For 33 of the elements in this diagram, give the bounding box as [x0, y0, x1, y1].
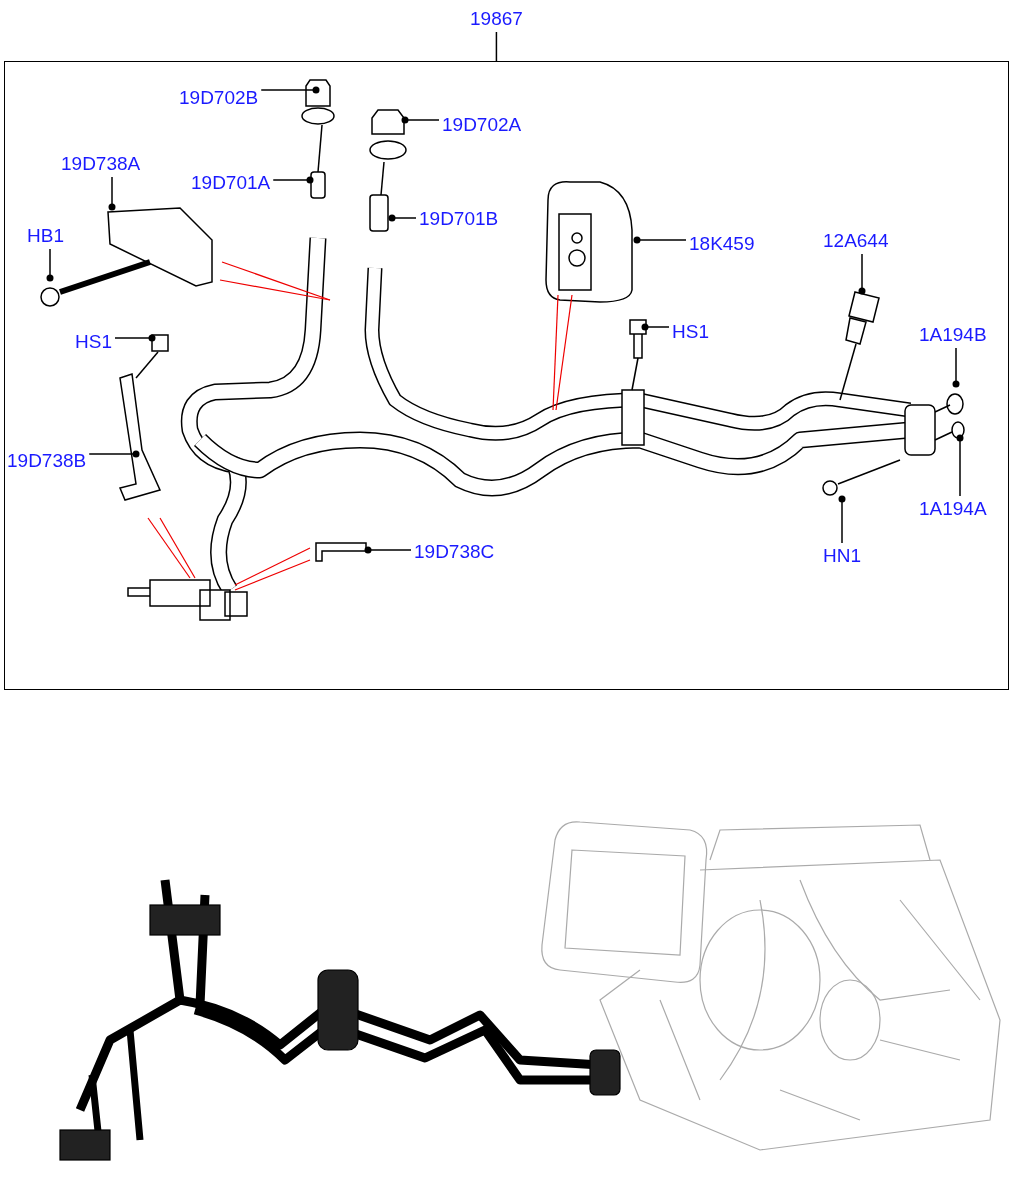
leader-line: [388, 214, 417, 222]
callout-number: 19867: [470, 8, 523, 30]
callout-number: 19D702A: [442, 114, 522, 136]
leader-line: [495, 31, 498, 62]
leader-line: [952, 347, 960, 388]
group-frame: [4, 61, 1009, 690]
leader-line: [364, 546, 412, 554]
callout-number: 19D701B: [419, 208, 499, 230]
callout-number: 12A644: [823, 230, 889, 252]
leader-line: [114, 334, 156, 342]
leader-line: [956, 434, 964, 497]
leader-line: [633, 236, 687, 244]
callout-number: 1A194B: [919, 324, 987, 346]
callout-number: HN1: [823, 545, 861, 567]
callout-number: 19D701A: [191, 172, 271, 194]
callout-number: 1A194A: [919, 498, 987, 520]
callout-number: HB1: [27, 225, 64, 247]
callout-number: 19D738A: [61, 153, 141, 175]
leader-line: [641, 323, 670, 331]
leader-line: [401, 116, 440, 124]
leader-line: [858, 253, 866, 295]
callout-number: HS1: [75, 331, 112, 353]
callout-number: 19D702B: [179, 87, 259, 109]
leader-line: [272, 176, 314, 184]
callout-number: 18K459: [689, 233, 755, 255]
callout-number: 19D738C: [414, 541, 495, 563]
callout-number: HS1: [672, 321, 709, 343]
leader-line: [838, 495, 846, 544]
leader-line: [88, 450, 140, 458]
leader-line: [108, 176, 116, 211]
leader-line: [46, 248, 54, 282]
leader-line: [260, 86, 320, 94]
callout-number: 19D738B: [7, 450, 87, 472]
